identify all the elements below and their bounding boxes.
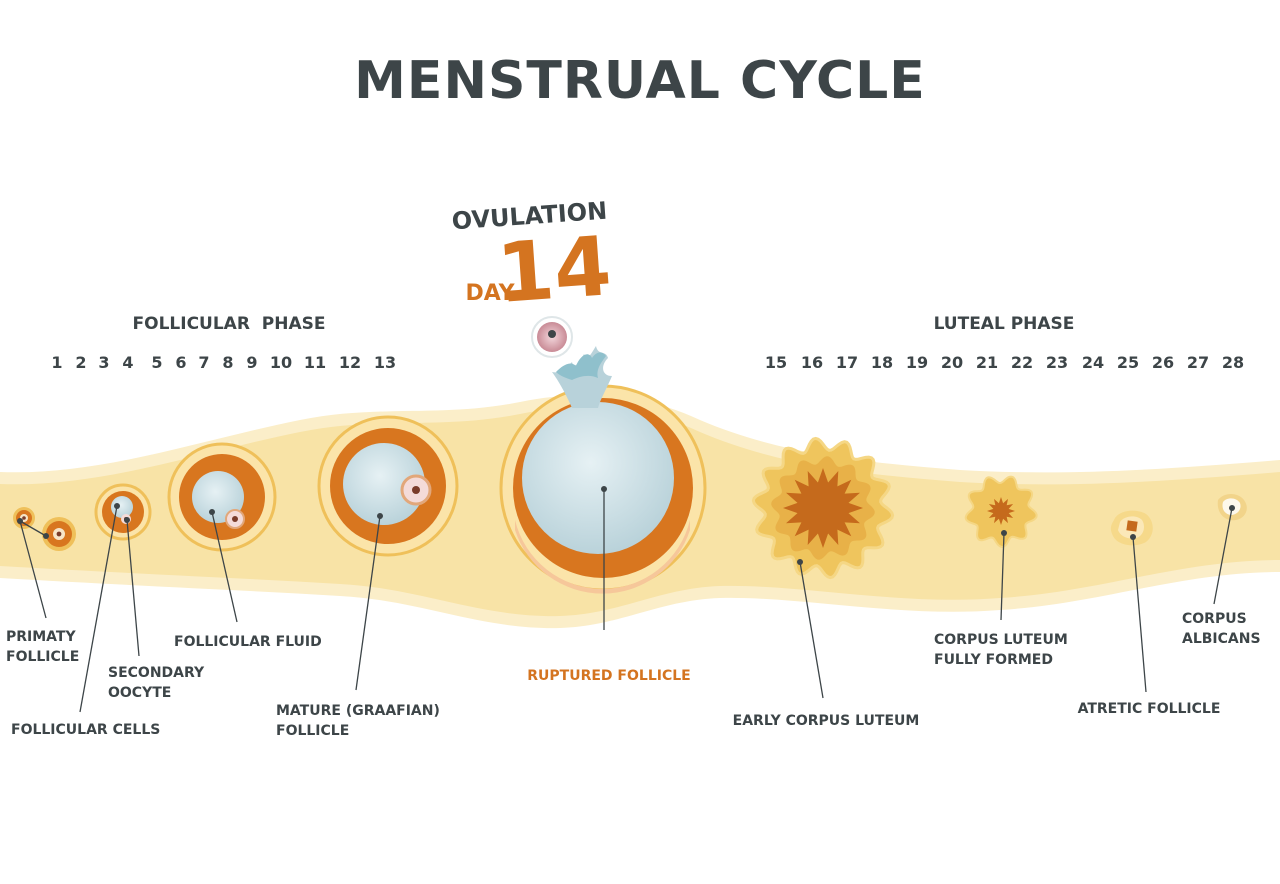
- ruptured-follicle: [499, 346, 707, 594]
- follicular-day-10: 10: [270, 353, 292, 372]
- label-corpus-albicans: CORPUS ALBICANS: [1182, 611, 1261, 647]
- page-title: MENSTRUAL CYCLE: [354, 51, 926, 111]
- label-atretic-follicle: ATRETIC FOLLICLE: [1078, 701, 1221, 717]
- label-follicular-cells: FOLLICULAR CELLS: [11, 722, 160, 738]
- label-corpus-luteum-fully-formed: CORPUS LUTEUM FULLY FORMED: [934, 632, 1073, 668]
- luteal-day-24: 24: [1082, 353, 1104, 372]
- follicular-day-13: 13: [374, 353, 396, 372]
- follicular-day-5: 5: [151, 353, 162, 372]
- luteal-day-22: 22: [1011, 353, 1033, 372]
- luteal-day-27: 27: [1187, 353, 1209, 372]
- ovulation-day-word: DAY: [465, 281, 515, 306]
- luteal-day-numbers: 15 16 17 18 19 20 21 22 23 24 25 26 27 28: [765, 353, 1244, 372]
- luteal-day-15: 15: [765, 353, 787, 372]
- follicular-day-7: 7: [198, 353, 209, 372]
- label-primaty-follicle: PRIMATY FOLLICLE: [6, 629, 81, 665]
- follicular-day-4: 4: [122, 353, 133, 372]
- follicular-day-2: 2: [75, 353, 86, 372]
- mature-graafian-follicle: [317, 415, 459, 557]
- follicular-day-8: 8: [222, 353, 233, 372]
- luteal-day-28: 28: [1222, 353, 1244, 372]
- corpus-luteum-fully-formed: [964, 475, 1038, 549]
- luteal-day-20: 20: [941, 353, 963, 372]
- luteal-day-23: 23: [1046, 353, 1068, 372]
- label-mature-follicle: MATURE (GRAAFIAN) FOLLICLE: [276, 703, 445, 739]
- luteal-day-19: 19: [906, 353, 928, 372]
- luteal-day-17: 17: [836, 353, 858, 372]
- luteal-phase-heading: LUTEAL PHASE: [934, 314, 1075, 334]
- luteal-day-26: 26: [1152, 353, 1174, 372]
- label-ruptured-follicle: RUPTURED FOLLICLE: [527, 668, 690, 684]
- ovulation-heading: OVULATION DAY 14: [451, 197, 614, 322]
- secondary-follicle: [94, 483, 152, 541]
- early-corpus-luteum: [751, 436, 895, 580]
- follicular-day-11: 11: [304, 353, 326, 372]
- luteal-day-16: 16: [801, 353, 823, 372]
- follicular-day-12: 12: [339, 353, 361, 372]
- follicular-day-6: 6: [175, 353, 186, 372]
- ovulation-day-number: 14: [494, 219, 614, 322]
- luteal-day-18: 18: [871, 353, 893, 372]
- follicular-day-9: 9: [246, 353, 257, 372]
- follicular-phase-heading: FOLLICULAR PHASE: [133, 314, 326, 334]
- follicular-day-3: 3: [98, 353, 109, 372]
- follicular-day-1: 1: [51, 353, 62, 372]
- atretic-follicle: [1110, 510, 1153, 546]
- released-ovum: [531, 316, 573, 358]
- label-secondary-oocyte: SECONDARY OOCYTE: [108, 665, 209, 701]
- tertiary-follicle: [167, 442, 277, 552]
- luteal-day-25: 25: [1117, 353, 1139, 372]
- label-follicular-fluid: FOLLICULAR FLUID: [174, 634, 322, 650]
- label-early-corpus-luteum: EARLY CORPUS LUTEUM: [733, 713, 920, 729]
- luteal-day-21: 21: [976, 353, 998, 372]
- leader-lines: [17, 486, 1235, 713]
